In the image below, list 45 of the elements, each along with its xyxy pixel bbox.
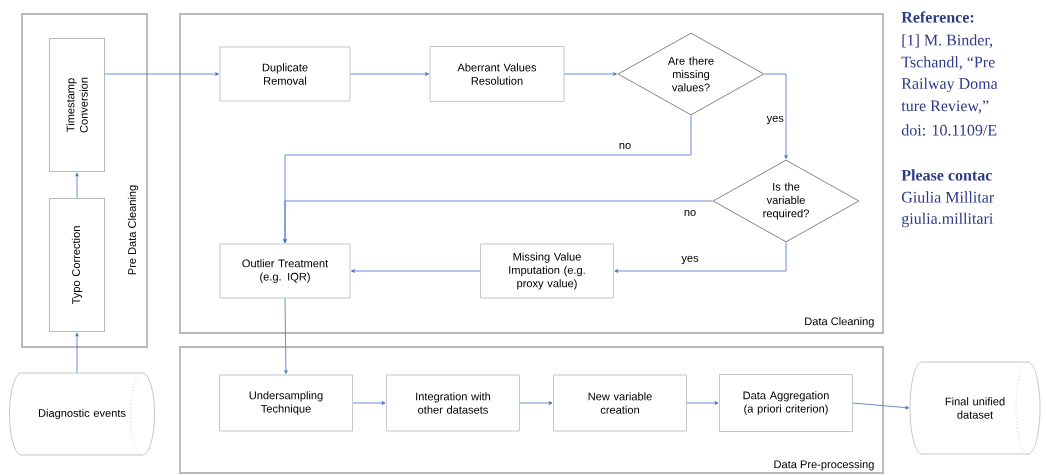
edge-label: yes [765, 114, 786, 126]
process-box: Duplicate Removal [219, 46, 351, 102]
reference-heading: Reference: [901, 11, 974, 23]
process-box: Aberrant Values Resolution [429, 46, 565, 102]
process-box: Undersampling Technique [219, 374, 353, 432]
reference-text: ture Review,” [901, 100, 989, 114]
arrow [284, 298, 288, 374]
arrow [75, 172, 79, 199]
reference-text: giulia.millitari [901, 212, 993, 228]
arrow [852, 402, 910, 410]
database-cylinder: Diagnostic events [9, 372, 155, 456]
arrow [104, 72, 219, 76]
process-box: Timestamp Conversion [48, 37, 106, 173]
process-box: Outlier Treatment (e.g. IQR) [219, 243, 351, 299]
arrow [564, 72, 617, 76]
process-box: Missing Value Imputation (e.g. proxy value) [480, 243, 614, 299]
arrow [519, 401, 553, 405]
panel [179, 346, 884, 474]
arrow [686, 401, 719, 405]
edge-label: no [682, 208, 698, 218]
arrow [350, 72, 429, 76]
edge-label: no [617, 141, 633, 151]
process-box: Integration with other datasets [386, 374, 520, 432]
panel [179, 13, 884, 334]
process-box: Typo Correction [48, 197, 106, 333]
reference-text: Giulia Millitar [901, 191, 995, 203]
reference-text: doi: 10.1109/E [901, 124, 997, 136]
reference-text: [1] M. Binder, [902, 34, 993, 48]
panel-title: Data Pre-processing [774, 460, 874, 471]
reference-text: Railway Doma [901, 77, 998, 93]
panel [21, 13, 148, 348]
process-box: New variable creation [553, 374, 687, 432]
arrow [764, 73, 788, 159]
panel-title: Data Cleaning [805, 317, 874, 328]
arrow [352, 401, 386, 405]
reference-text: Tschandl, “Pre [901, 56, 995, 70]
arrow [351, 269, 481, 273]
edge-label: yes [680, 254, 700, 266]
database-cylinder: Final unified dataset [909, 361, 1041, 455]
panel-title: Pre Data Cleaning [127, 185, 139, 275]
process-box: Data Aggregation (a priori criterion) [719, 374, 853, 432]
arrow [283, 200, 713, 243]
arrow [75, 332, 79, 374]
arrow [614, 242, 787, 273]
reference-heading: Please contac [901, 169, 992, 181]
